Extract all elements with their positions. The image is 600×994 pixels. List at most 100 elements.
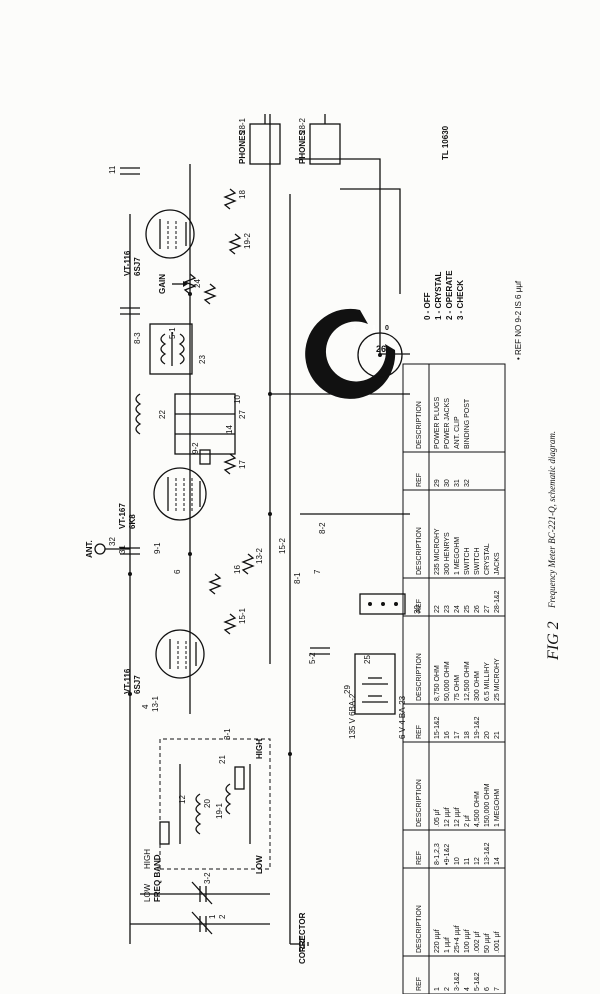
label-ref-16: 16 — [233, 565, 242, 574]
label-ref-20: 20 — [203, 799, 212, 808]
switch-pos-1: 1 - CRYSTAL — [434, 271, 443, 320]
parts-table-cell-desc: ANT. CLIP — [454, 416, 461, 449]
tl-number: TL 10630 — [441, 125, 450, 160]
parts-table-cell-ref: 24 — [454, 605, 461, 613]
parts-table-cell-ref: 14 — [494, 857, 501, 865]
parts-table-cell-desc: 1 μμf — [444, 937, 451, 953]
parts-table-header-ref: REF — [416, 851, 423, 865]
parts-table-cell-desc: 75 OHM — [454, 675, 461, 701]
label-band-low: LOW — [143, 883, 152, 902]
parts-table-header-desc: DESCRIPTION — [416, 527, 423, 575]
parts-table-cell-desc: 1 MEGOHM — [494, 789, 501, 827]
label-ref-8-2: 8-2 — [318, 522, 327, 534]
parts-table-cell-ref: 20 — [484, 731, 491, 739]
svg-text:1: 1 — [372, 325, 376, 332]
label-tube-v3-type: 6SJ7 — [133, 257, 142, 276]
parts-table-cell-ref: 30 — [444, 479, 451, 487]
parts-table-cell-ref: 31 — [454, 479, 461, 487]
label-tube-v2: VT-167 — [118, 503, 127, 529]
ground-symbol — [290, 936, 309, 952]
parts-table-cell-ref: 2 — [444, 987, 451, 991]
label-corrector: CORRECTOR — [298, 912, 307, 964]
parts-table-cell-desc: 235 MICROHY — [434, 528, 441, 575]
parts-table-cell-desc: 12,500 OHM — [464, 661, 471, 701]
label-ref-1: 1 — [208, 914, 217, 919]
parts-table-cell-desc: 100 μμf — [464, 929, 471, 953]
parts-table-cell-desc: 12 μμf — [454, 807, 461, 827]
label-ant: ANT. — [85, 540, 94, 558]
junction-dots — [128, 292, 292, 756]
parts-table-cell-ref: 13-1&2 — [484, 842, 491, 865]
label-ref-4: 4 — [141, 704, 150, 709]
parts-table-cell-desc: 4,500 OHM — [474, 791, 481, 827]
parts-table-header-ref: REF — [416, 473, 423, 487]
svg-text:26: 26 — [376, 344, 386, 354]
label-freq-band: FREQ BAND — [153, 854, 162, 902]
parts-table-cell-ref: 6 — [484, 987, 491, 991]
parts-table-cell-ref: 21 — [494, 731, 501, 739]
tube-v3 — [145, 209, 195, 259]
parts-table-cell-ref: 16 — [444, 731, 451, 739]
label-ref-12: 12 — [178, 795, 187, 804]
label-ref-27: 27 — [238, 410, 247, 419]
parts-table-cell-ref: 28-1&2 — [494, 590, 501, 613]
label-tube-v3: VT-116 — [123, 250, 132, 276]
parts-table-cell-desc: 8,750 OHM — [434, 665, 441, 701]
label-ref-17: 17 — [238, 460, 247, 469]
parts-table-cell-ref: 27 — [484, 605, 491, 613]
label-ref-23: 23 — [198, 355, 207, 364]
capacitors — [120, 167, 330, 655]
phone-jacks — [249, 114, 341, 165]
label-phones-2: PHONES — [298, 130, 307, 164]
parts-table-header-desc: DESCRIPTION — [416, 779, 423, 827]
antenna-post — [94, 543, 130, 555]
parts-table-cell-ref: 15-1&2 — [434, 716, 441, 739]
parts-table-cell-ref: 11 — [464, 858, 471, 865]
parts-table-cell-ref: 3-1&2 — [454, 972, 461, 991]
parts-table-cell-desc: .05 μf — [434, 809, 441, 827]
parts-table-cell-ref: 10 — [454, 857, 461, 865]
switch-pos-3: 3 - CHECK — [456, 280, 465, 320]
label-ref-21: 21 — [218, 755, 227, 764]
parts-table-cell-desc: SWITCH — [464, 547, 471, 575]
label-ref-10: 10 — [233, 395, 242, 404]
parts-table-cell-desc: 150,000 OHM — [484, 783, 491, 827]
parts-table-cell-desc: SWITCH — [474, 547, 481, 575]
parts-table-frame — [402, 363, 506, 994]
parts-table-cell-ref: 17 — [454, 731, 461, 739]
circuit-group: FREQ BAND LOW HIGH LOW HIGH CORRECTOR VT… — [85, 114, 422, 964]
parts-table-header-ref: REF — [416, 599, 423, 613]
label-ref-5-2: 5-2 — [308, 652, 317, 664]
parts-table-cell-ref: 5-1&2 — [474, 972, 481, 991]
label-ref-3-1: 3-1 — [223, 728, 232, 740]
parts-table-cell-desc: 6.5 MILLIHY — [484, 662, 491, 701]
parts-table-cell-ref: 25 — [464, 605, 471, 613]
label-ref-28-1: 28-1 — [238, 117, 247, 134]
svg-text:3: 3 — [352, 325, 356, 332]
parts-table-cell-desc: 25 MICROHY — [494, 658, 501, 701]
parts-table-cell-ref: 29 — [434, 479, 441, 487]
tl-group: TL 10630 — [441, 125, 450, 160]
label-phones-1: PHONES — [238, 130, 247, 164]
label-ref-19-1: 19-1 — [215, 802, 224, 819]
resistors — [203, 188, 255, 635]
power-jacks-30 — [359, 593, 406, 615]
label-ref-18: 18 — [238, 190, 247, 199]
svg-text:2: 2 — [362, 325, 366, 332]
label-ref-9-2: 9-2 — [191, 442, 200, 454]
parts-table-header-ref: REF — [416, 977, 423, 991]
label-tube-v1: VT-116 — [123, 668, 132, 694]
parts-table-cell-desc: BINDING POST — [464, 398, 471, 449]
transformer-23 — [149, 323, 193, 375]
label-tube-v2-type: 6K8 — [128, 514, 137, 529]
label-ref-15-2: 15-2 — [278, 537, 287, 554]
label-ref-11: 11 — [108, 165, 117, 174]
ref-note: • REF NO 9-2 IS 6 μμf — [514, 280, 523, 360]
parts-table-cell-desc: 1 MEGOHM — [454, 537, 461, 575]
switch-pos-2: 2 - OPERATE — [445, 270, 454, 320]
switch-legend: 0 - OFF 1 - CRYSTAL 2 - OPERATE 3 - CHEC… — [423, 270, 465, 320]
label-ref-5-1: 5-1 — [168, 327, 177, 339]
